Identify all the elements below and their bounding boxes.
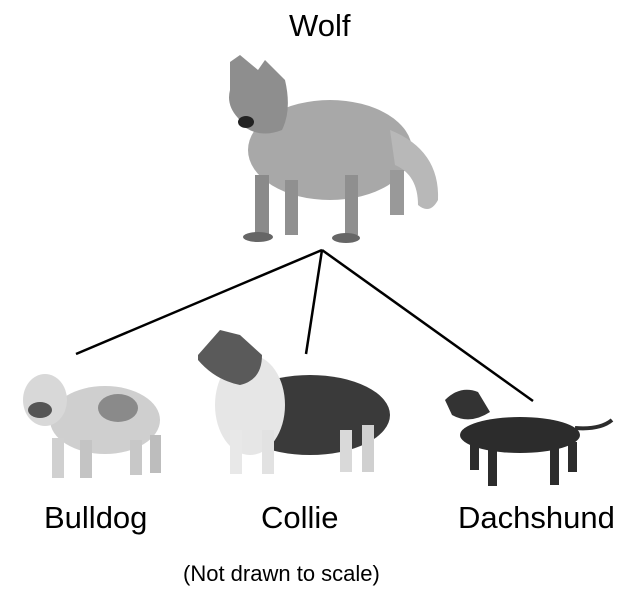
bulldog-label: Bulldog xyxy=(44,500,148,535)
dachshund-illustration xyxy=(445,389,614,486)
collie-label: Collie xyxy=(261,500,339,535)
wolf-label: Wolf xyxy=(289,8,351,43)
dachshund-label: Dachshund xyxy=(458,500,615,535)
scale-note: (Not drawn to scale) xyxy=(183,561,380,586)
bulldog-illustration xyxy=(23,374,161,478)
connector-line-bulldog xyxy=(75,248,323,356)
connector-line-collie xyxy=(304,249,324,355)
wolf-illustration xyxy=(229,55,439,243)
connector-lines xyxy=(75,248,534,403)
connector-line-dachshund xyxy=(321,248,534,403)
collie-illustration xyxy=(198,330,390,474)
